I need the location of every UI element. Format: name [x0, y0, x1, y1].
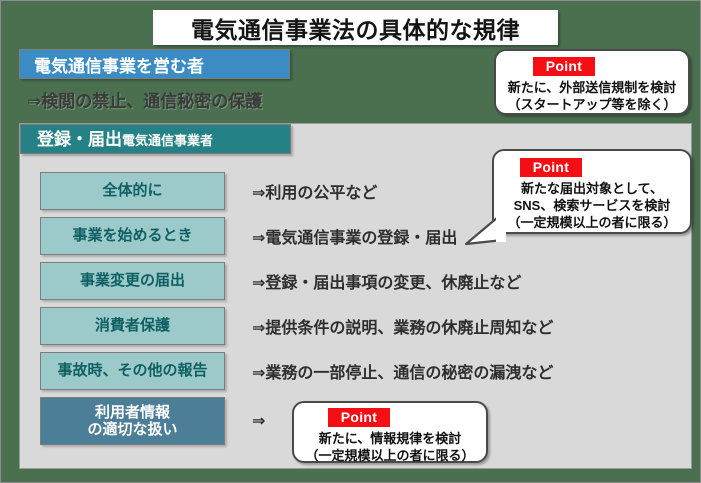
description-user-information: ⇒	[252, 413, 266, 430]
description-change-notification: ⇒登録・届出事項の変更、休廃止など	[252, 275, 522, 292]
table-row: 事故時、その他の報告 ⇒業務の一部停止、通信の秘密の漏洩など	[20, 352, 691, 390]
description-accident-report: ⇒業務の一部停止、通信の秘密の漏洩など	[252, 365, 554, 382]
table-row: 事業変更の届出 ⇒登録・届出事項の変更、休廃止など	[20, 262, 691, 300]
category-box-overall: 全体的に	[40, 172, 225, 210]
category-box-consumer-protection: 消費者保護	[40, 307, 225, 345]
description-overall: ⇒利用の公平など	[252, 185, 378, 202]
category-box-user-information: 利用者情報 の適切な扱い	[40, 397, 225, 445]
speech-bubble-tail-icon	[464, 210, 506, 246]
section-header-business-operator-label: 電気通信事業を営む者	[34, 56, 204, 76]
point-badge: Point	[519, 158, 583, 177]
point-body: 新たに、外部送信規制を検討 （スタートアップ等を除く）	[507, 80, 677, 113]
point-body: 新たに、情報規律を検討 （一定規模以上の者に限る）	[305, 431, 475, 464]
table-row: 消費者保護 ⇒提供条件の説明、業務の休廃止周知など	[20, 307, 691, 345]
section-header-registered-carrier: 登録・届出 電気通信事業者	[20, 124, 291, 154]
point-callout-information-discipline: Point 新たに、情報規律を検討 （一定規模以上の者に限る）	[292, 401, 488, 463]
point-callout-sns-search-notification: Point 新たな届出対象として、 SNS、検索サービスを検討 （一定規模以上の…	[492, 149, 692, 234]
category-box-accident-report: 事故時、その他の報告	[40, 352, 225, 390]
blue-section-note: ⇒検閲の禁止、通信秘密の保護	[27, 92, 263, 111]
point-callout-external-transmission: Point 新たに、外部送信規制を検討 （スタートアップ等を除く）	[494, 49, 690, 115]
description-consumer-protection: ⇒提供条件の説明、業務の休廃止周知など	[252, 320, 554, 337]
page-title: 電気通信事業法の具体的な規律	[153, 10, 558, 45]
point-body: 新たな届出対象として、 SNS、検索サービスを検討 （一定規模以上の者に限る）	[507, 181, 677, 231]
point-badge: Point	[327, 408, 391, 427]
description-start-business: ⇒電気通信事業の登録・届出	[252, 230, 458, 247]
section-header-registered-carrier-sub: 電気通信事業者	[122, 133, 214, 148]
table-row: 全体的に ⇒利用の公平など	[20, 172, 691, 210]
category-box-change-notification: 事業変更の届出	[40, 262, 225, 300]
point-badge: Point	[532, 57, 596, 76]
table-row: 事業を始めるとき ⇒電気通信事業の登録・届出	[20, 217, 691, 255]
category-box-start-business: 事業を始めるとき	[40, 217, 225, 255]
table-row: 利用者情報 の適切な扱い ⇒	[20, 397, 691, 445]
section-header-registered-carrier-main: 登録・届出	[37, 130, 122, 149]
section-header-business-operator: 電気通信事業を営む者	[19, 49, 290, 79]
